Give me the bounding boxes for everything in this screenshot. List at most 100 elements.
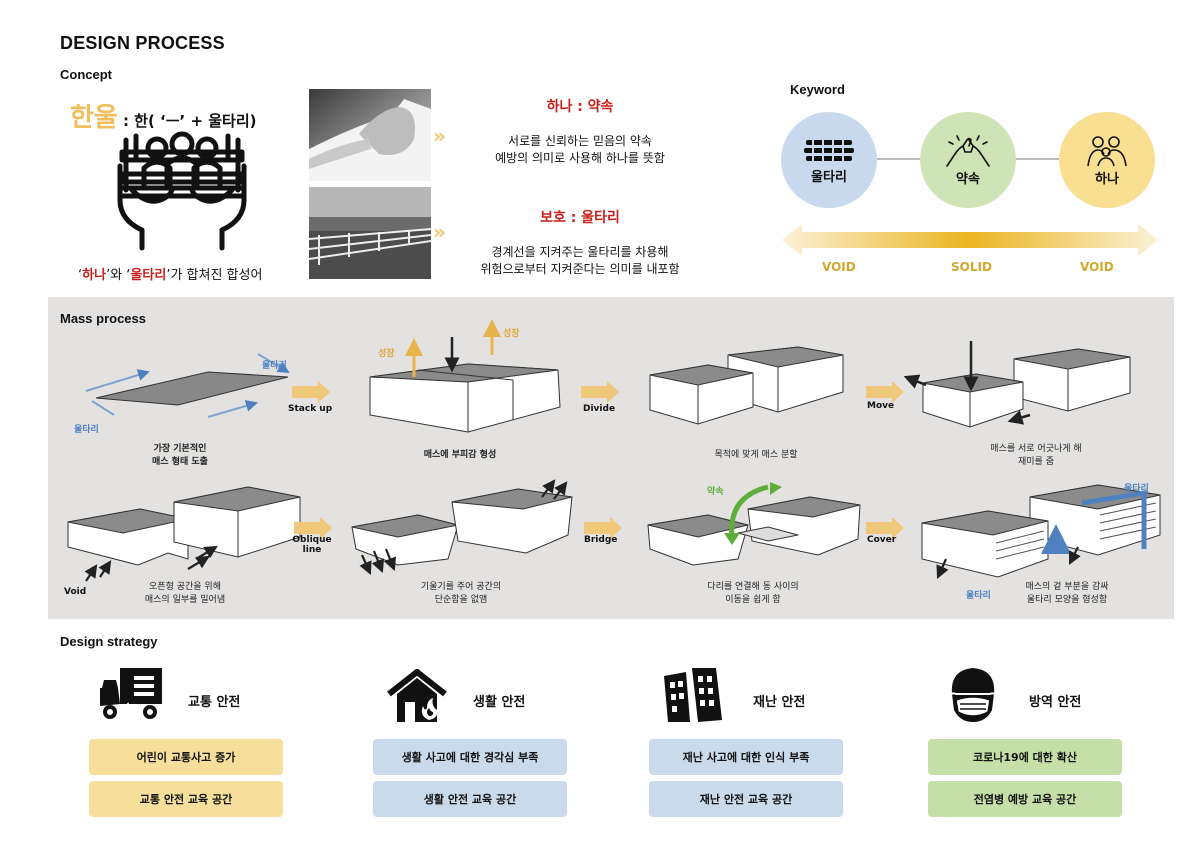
strategy-heading: Design strategy — [60, 634, 158, 649]
truck-accident-icon — [100, 668, 162, 721]
concept-item-title: 보호 : 울타리 — [540, 210, 620, 226]
caption-line: 단순함을 없앰 — [434, 595, 488, 605]
mass-caption: 기울기를 주어 공간의 단순함을 없앰 — [386, 581, 536, 607]
strategy-box: 생활 안전 교육 공간 — [373, 781, 567, 817]
strategy-title-quarantine: 방역 안전 — [1029, 695, 1082, 710]
pinky-promise-photo — [309, 89, 431, 181]
keyword-label: 울타리 — [811, 169, 847, 185]
keyword-circle-fence: 울타리 — [781, 112, 877, 208]
mass-caption: 매스의 겉 부분을 감싸 울타리 모양을 형성함 — [992, 581, 1142, 607]
step-label-divide: Divide — [583, 404, 616, 414]
caption-line: 목적에 맞게 매스 분할 — [714, 450, 798, 460]
mass-oblique — [351, 479, 573, 576]
caption-end: ’가 합쳐진 합성어 — [166, 268, 263, 283]
mass-caption: 매스에 부피감 형성 — [390, 449, 530, 462]
mass-divided-boxes — [649, 346, 844, 425]
step-arrow-icon — [581, 381, 619, 403]
caption-ultari: 울타리 — [130, 268, 167, 283]
caption-line: 오픈형 공간을 위해 — [149, 582, 221, 592]
house-fire-icon — [387, 669, 447, 722]
mass-caption: 다리를 연결해 동 사이의 이동을 쉽게 함 — [678, 581, 828, 607]
concept-item-line: 위험으로부터 지켜준다는 의미를 내포함 — [480, 262, 680, 276]
step-label-line: Oblique — [292, 535, 332, 545]
fence-hands-icon — [117, 131, 247, 251]
fence-label: 울타리 — [74, 425, 99, 435]
concept-name-highlight: 한울 — [70, 103, 118, 133]
caption-line: 울타리 모양을 형성함 — [1026, 595, 1108, 605]
concept-name: 한울 : 한( ‘ㅡ’ + 울타리) — [70, 97, 257, 134]
mass-caption: 오픈형 공간을 위해 매스의 일부를 밀어냄 — [110, 581, 260, 607]
keyword-circle-promise: 약속 — [920, 112, 1016, 208]
fence-label: 울타리 — [262, 361, 287, 371]
mass-caption: 가장 기본적인 매스 형태 도출 — [110, 443, 250, 469]
mask-face-icon — [949, 668, 997, 722]
caption-line: 재미를 줌 — [1018, 457, 1054, 467]
mass-cover — [921, 484, 1161, 580]
concept-name-formula: : 한( ‘ㅡ’ + 울타리) — [122, 112, 257, 130]
mass-diagrams — [67, 319, 1161, 582]
strategy-box: 생활 사고에 대한 경각심 부족 — [373, 739, 567, 775]
family-icon — [1087, 135, 1127, 166]
strategy-title-disaster: 재난 안전 — [753, 695, 806, 710]
concept-item-protection: 보호 : 울타리 경계선을 지켜주는 울타리를 차용해 위험으로부터 지켜준다는… — [465, 207, 695, 277]
caption-line: 매스의 겉 부분을 감싸 — [1025, 582, 1109, 592]
caption-line: 매스에 부피감 형성 — [423, 450, 497, 460]
concept-item-line: 예방의 의미로 사용해 하나를 뜻함 — [495, 151, 665, 165]
grow-label: 성장 — [503, 329, 520, 339]
strategy-title-life: 생활 안전 — [473, 695, 526, 710]
caption-line: 이동을 쉽게 함 — [725, 595, 781, 605]
void-solid-gradient-arrow — [782, 224, 1158, 256]
strategy-title-traffic: 교통 안전 — [188, 695, 241, 710]
step-arrow-icon — [584, 517, 622, 539]
fence-icon — [804, 139, 854, 161]
caption-line: 기울기를 주어 공간의 — [420, 582, 502, 592]
step-label-line: line — [302, 545, 322, 555]
fence-label: 울타리 — [966, 591, 991, 601]
step-label-move: Move — [867, 401, 895, 411]
caption-line: 가장 기본적인 — [153, 444, 207, 454]
concept-item-title: 하나 : 약속 — [546, 99, 614, 115]
step-label-stack-up: Stack up — [288, 404, 333, 414]
grow-label: 성장 — [378, 349, 395, 359]
keyword-circle-one: 하나 — [1059, 112, 1155, 208]
step-label-cover: Cover — [867, 535, 897, 545]
keyword-heading: Keyword — [790, 82, 845, 97]
caption-line: 다리를 연결해 동 사이의 — [707, 582, 799, 592]
mass-heading: Mass process — [60, 311, 146, 326]
caption-line: 매스 형태 도출 — [152, 457, 208, 467]
concept-heading: Concept — [60, 67, 112, 82]
step-arrow-icon — [292, 381, 330, 403]
mass-flat-slab — [85, 353, 290, 418]
scale-label-solid: SOLID — [951, 260, 992, 274]
step-arrow-icon — [866, 517, 904, 539]
step-arrow-icon — [294, 517, 332, 539]
mass-shifted-boxes — [903, 341, 1131, 428]
concept-item-line: 서로를 신뢰하는 믿음의 약속 — [508, 134, 652, 148]
promise-label: 약속 — [707, 487, 724, 497]
mass-bridge — [647, 482, 861, 566]
fence-label: 울타리 — [1124, 484, 1149, 494]
keyword-label: 약속 — [956, 171, 980, 187]
step-arrow-icon — [866, 381, 904, 403]
scale-label-void-left: VOID — [822, 260, 856, 274]
mass-stacked-box — [369, 319, 561, 433]
mass-caption: 목적에 맞게 매스 분할 — [686, 449, 826, 462]
strategy-box: 어린이 교통사고 증가 — [89, 739, 283, 775]
strategy-box: 코로나19에 대한 확산 — [928, 739, 1122, 775]
strategy-box: 재난 사고에 대한 인식 부족 — [649, 739, 843, 775]
scale-label-void-right: VOID — [1080, 260, 1114, 274]
concept-caption: ‘하나’와 ‘울타리’가 합쳐진 합성어 — [78, 264, 262, 283]
keyword-label: 하나 — [1095, 171, 1119, 187]
concept-item-promise: 하나 : 약속 서로를 신뢰하는 믿음의 약속 예방의 의미로 사용해 하나를 … — [465, 96, 695, 166]
strategy-box: 교통 안전 교육 공간 — [89, 781, 283, 817]
pinky-promise-icon — [946, 134, 990, 167]
collapsed-building-icon — [664, 668, 722, 722]
mass-caption: 매스를 서로 어긋나게 해 재미를 줌 — [966, 443, 1106, 469]
caption-mid: ’와 ‘ — [106, 268, 131, 283]
step-label-oblique-line: Oblique line — [292, 535, 332, 555]
concept-item-line: 경계선을 지켜주는 울타리를 차용해 — [491, 245, 669, 259]
strategy-box: 재난 안전 교육 공간 — [649, 781, 843, 817]
strategy-box: 전염병 예방 교육 공간 — [928, 781, 1122, 817]
mass-void — [67, 486, 301, 582]
void-label: Void — [64, 587, 87, 597]
